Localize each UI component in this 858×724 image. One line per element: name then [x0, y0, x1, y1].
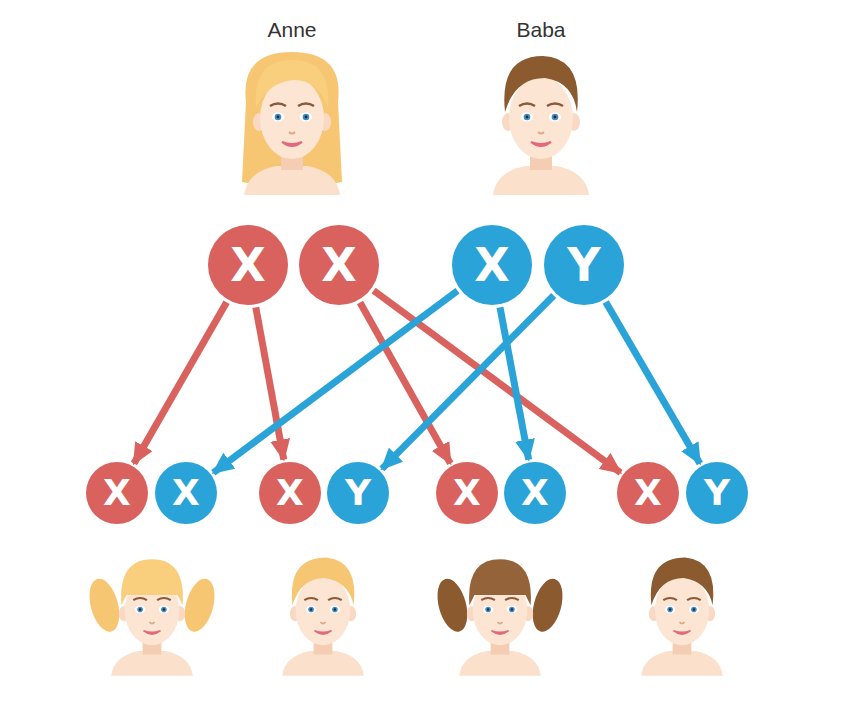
chromosome-letter: X [172, 475, 200, 511]
chromosome-circle: Y [686, 462, 748, 524]
inheritance-arrow [213, 291, 457, 473]
chromosome-circle: Y [327, 462, 389, 524]
inheritance-arrow [374, 291, 621, 473]
chromosome-circle: X [617, 462, 679, 524]
chromosome-circle: X [436, 462, 498, 524]
chromosome-circle: X [504, 462, 566, 524]
chromosome-circle: X [299, 225, 379, 305]
inheritance-arrow [134, 302, 227, 463]
chromosome-letter: X [103, 475, 131, 511]
chromosome-letter: X [521, 475, 549, 511]
chromosome-circle: Y [544, 225, 624, 305]
chromosome-circle: X [452, 225, 532, 305]
chromosome-letter: X [453, 475, 481, 511]
parent-name: Anne [267, 18, 316, 42]
chromosome-letter: X [474, 242, 509, 288]
chromosome-letter: X [276, 475, 304, 511]
chromosome-letter: X [634, 475, 662, 511]
inheritance-arrow [382, 296, 554, 469]
chromosome-circle: X [259, 462, 321, 524]
chromosome-letter: X [230, 242, 265, 288]
inheritance-arrow [500, 307, 529, 459]
chromosome-letter: Y [567, 242, 600, 288]
parent-name: Baba [516, 18, 565, 42]
chromosome-circle: X [208, 225, 288, 305]
chromosome-letter: Y [704, 475, 730, 511]
inheritance-arrow [606, 302, 700, 464]
chromosome-letter: Y [345, 475, 371, 511]
chromosome-letter: X [321, 242, 356, 288]
chromosome-circle: X [86, 462, 148, 524]
chromosome-circle: X [155, 462, 217, 524]
